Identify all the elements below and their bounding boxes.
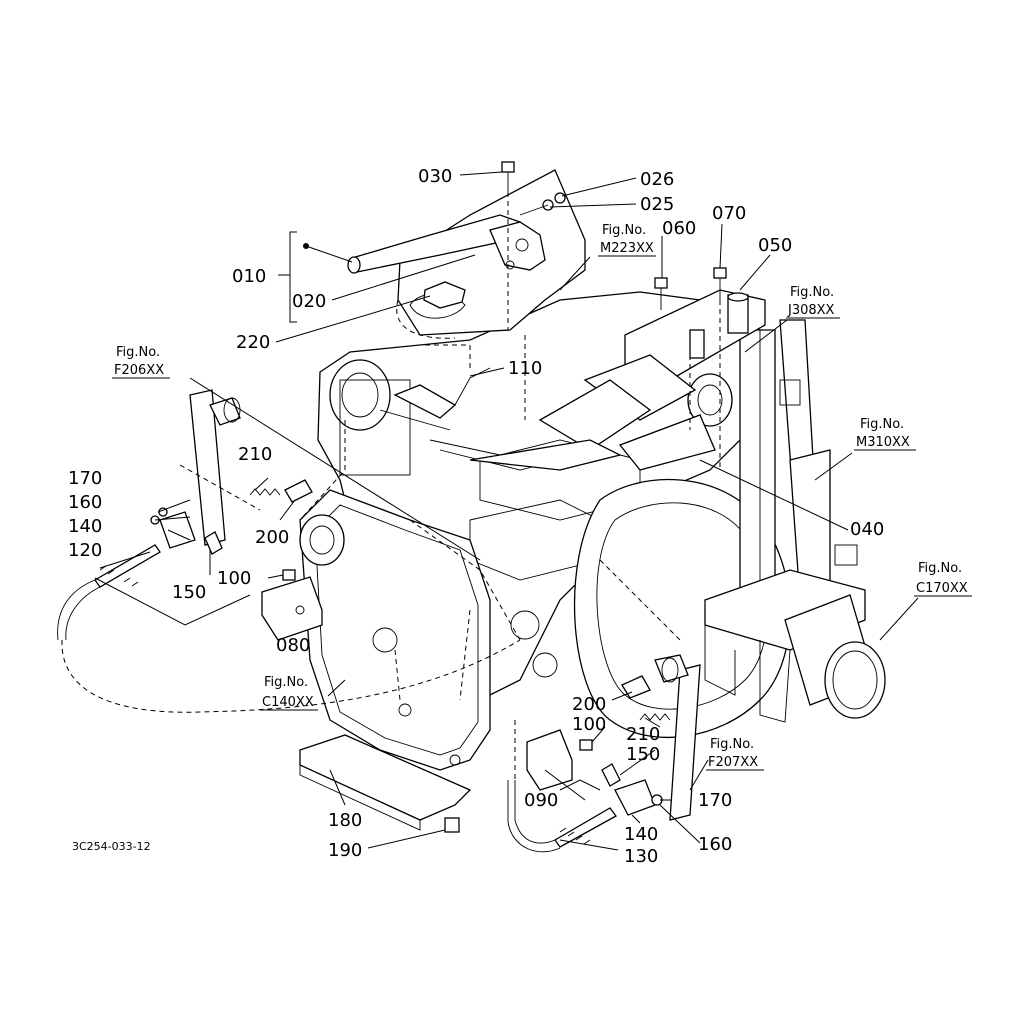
part-label: 160 (68, 492, 102, 513)
fig-ref-c170: Fig.No. C170XX (914, 561, 972, 597)
part-label: 110 (508, 358, 542, 379)
fig-ref-title: Fig.No. (918, 561, 962, 576)
fig-ref-code: C140XX (262, 695, 314, 710)
fig-ref-f206: Fig.No. F206XX (112, 345, 170, 379)
part-label: 150 (172, 582, 206, 603)
part-label: 200 (255, 527, 289, 548)
fig-ref-code: F207XX (708, 755, 758, 770)
part-label: 030 (418, 166, 452, 187)
part-label: 200 (572, 694, 606, 715)
drawing-code: 3C254-033-12 (72, 840, 151, 853)
part-label: 180 (328, 810, 362, 831)
fig-ref-code: F206XX (114, 363, 164, 378)
line-art (57, 161, 886, 853)
leader-lines (94, 171, 919, 851)
part-label: 140 (68, 516, 102, 537)
fig-ref-title: Fig.No. (602, 223, 646, 238)
part-label: 120 (68, 540, 102, 561)
part-label: 010 (232, 266, 266, 287)
part-label: 026 (640, 169, 674, 190)
part-label: 210 (626, 724, 660, 745)
fig-ref-title: Fig.No. (710, 737, 754, 752)
fig-ref-title: Fig.No. (116, 345, 160, 360)
fig-ref-title: Fig.No. (264, 675, 308, 690)
part-label: 025 (640, 194, 674, 215)
part-label: 060 (662, 218, 696, 239)
part-label: 070 (712, 203, 746, 224)
part-label: 020 (292, 291, 326, 312)
part-label: 090 (524, 790, 558, 811)
fig-ref-code: J308XX (787, 303, 835, 318)
fig-ref-title: Fig.No. (790, 285, 834, 300)
part-label: 210 (238, 444, 272, 465)
part-label: 100 (572, 714, 606, 735)
part-label: 150 (626, 744, 660, 765)
fig-ref-code: M223XX (600, 241, 654, 256)
fig-ref-code: C170XX (916, 581, 968, 596)
part-label: 170 (698, 790, 732, 811)
fig-ref-code: M310XX (856, 435, 910, 450)
fig-ref-m310: Fig.No. M310XX (854, 417, 916, 451)
part-label: 140 (624, 824, 658, 845)
fig-ref-title: Fig.No. (860, 417, 904, 432)
part-label: 160 (698, 834, 732, 855)
part-labels: 030 026 025 010 020 220 060 070 050 110 … (68, 166, 884, 867)
figure-references: Fig.No. M223XX Fig.No. J308XX Fig.No. F2… (112, 223, 972, 771)
part-label: 190 (328, 840, 362, 861)
part-label: 170 (68, 468, 102, 489)
part-label: 130 (624, 846, 658, 867)
fig-ref-m223: Fig.No. M223XX (598, 223, 656, 257)
part-label: 050 (758, 235, 792, 256)
fig-ref-j308: Fig.No. J308XX (786, 285, 840, 319)
fig-ref-c140: Fig.No. C140XX (260, 675, 318, 711)
fig-ref-f207: Fig.No. F207XX (706, 737, 764, 771)
part-label: 080 (276, 635, 310, 656)
part-label: 220 (236, 332, 270, 353)
part-label: 040 (850, 519, 884, 540)
part-label: 100 (217, 568, 251, 589)
